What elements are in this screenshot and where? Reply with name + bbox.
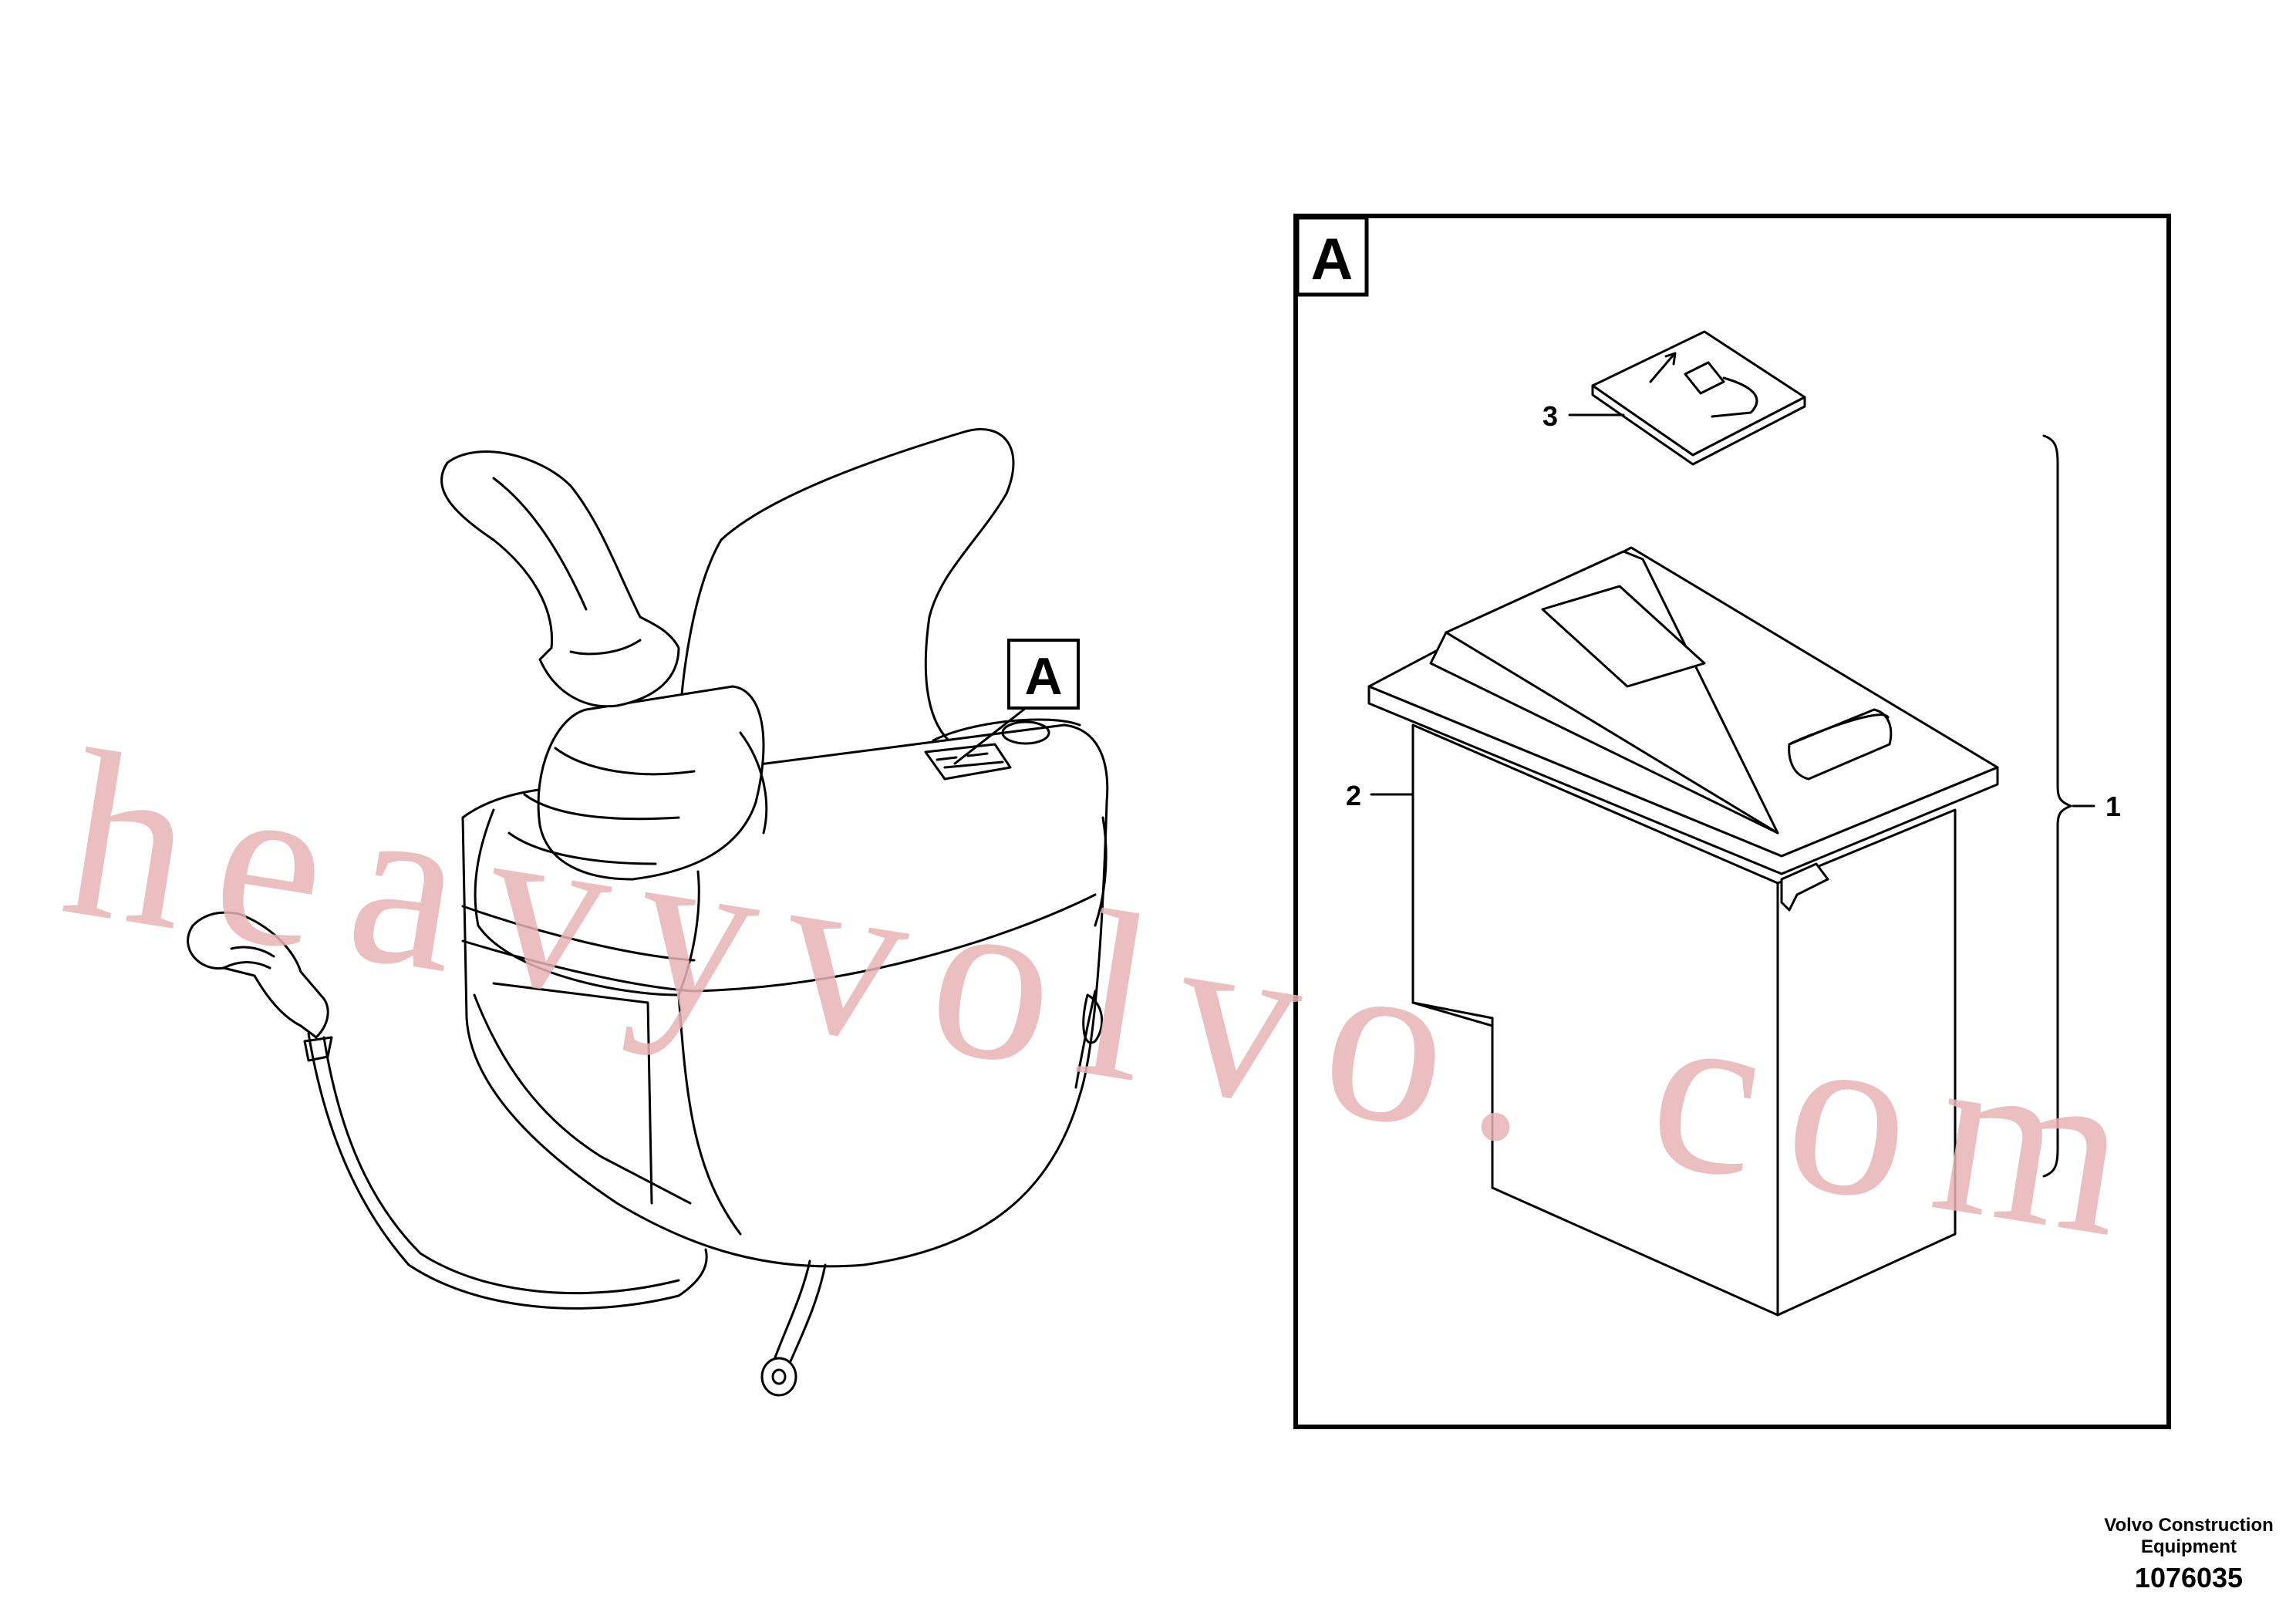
callout-2: 2 (1346, 780, 1361, 811)
detail-a-marker-left: A (1007, 639, 1080, 710)
detail-a-leader (953, 706, 1027, 765)
footer-company-line2: Equipment (2141, 1536, 2237, 1557)
detail-a-frame-title: A (1311, 227, 1354, 292)
callout-leaders (1370, 413, 2095, 1178)
joystick-console-drawing (187, 428, 1109, 1397)
footer-company-line1: Volvo Construction (2104, 1515, 2274, 1536)
footer-drawing-number: 1076035 (2135, 1562, 2243, 1593)
decal-sheet-drawing (1591, 330, 1806, 466)
footer-block: Volvo Construction Equipment 1076035 (2104, 1515, 2274, 1593)
detail-a-marker-left-text: A (1024, 647, 1062, 706)
callout-1: 1 (2106, 791, 2121, 822)
callout-3: 3 (1542, 400, 1558, 432)
storage-box-drawing (1367, 546, 1999, 1317)
detail-a-frame: A (1293, 214, 2171, 1429)
